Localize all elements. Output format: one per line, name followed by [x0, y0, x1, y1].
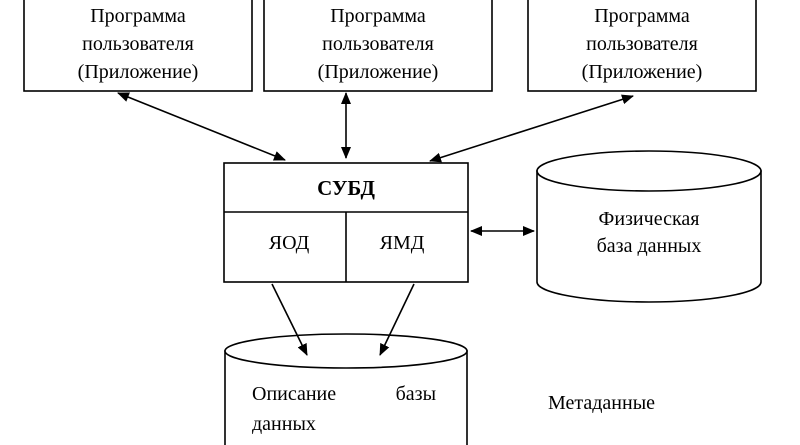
db-description-cylinder: Описание базы данных [224, 333, 468, 445]
app-left-line1: Программа [90, 5, 186, 27]
app-right-line1: Программа [594, 5, 690, 27]
arrow-ddl-to-description [271, 283, 308, 356]
arrow-dml-to-description [379, 283, 415, 356]
physical-db-line1: Физическая [599, 208, 700, 230]
metadata-label: Метаданные [548, 392, 655, 414]
physical-db-cylinder: Физическая база данных [536, 150, 762, 303]
app-box-right: Программа пользователя (Приложение) [527, 0, 757, 92]
db-description-word2: базы [396, 383, 436, 405]
app-right-line2: пользователя [586, 33, 698, 55]
dbms-box: СУБД ЯОД ЯМД [223, 162, 469, 283]
db-description-word1: Описание [252, 383, 336, 405]
dbms-dml-label: ЯМД [380, 232, 425, 254]
app-center-line3: (Приложение) [318, 61, 439, 83]
app-right-line3: (Приложение) [582, 61, 703, 83]
app-center-line1: Программа [330, 5, 426, 27]
app-left-line2: пользователя [82, 33, 194, 55]
db-description-line2: данных [252, 413, 316, 435]
app-box-left: Программа пользователя (Приложение) [23, 0, 253, 92]
app-left-line3: (Приложение) [78, 61, 199, 83]
dbms-ddl-label: ЯОД [269, 232, 310, 254]
app-box-center: Программа пользователя (Приложение) [263, 0, 493, 92]
dbms-title: СУБД [317, 176, 375, 200]
arrow-left-app-dbms [117, 92, 286, 161]
physical-db-line2: база данных [597, 235, 702, 257]
app-center-line2: пользователя [322, 33, 434, 55]
arrow-right-app-dbms [429, 94, 634, 163]
